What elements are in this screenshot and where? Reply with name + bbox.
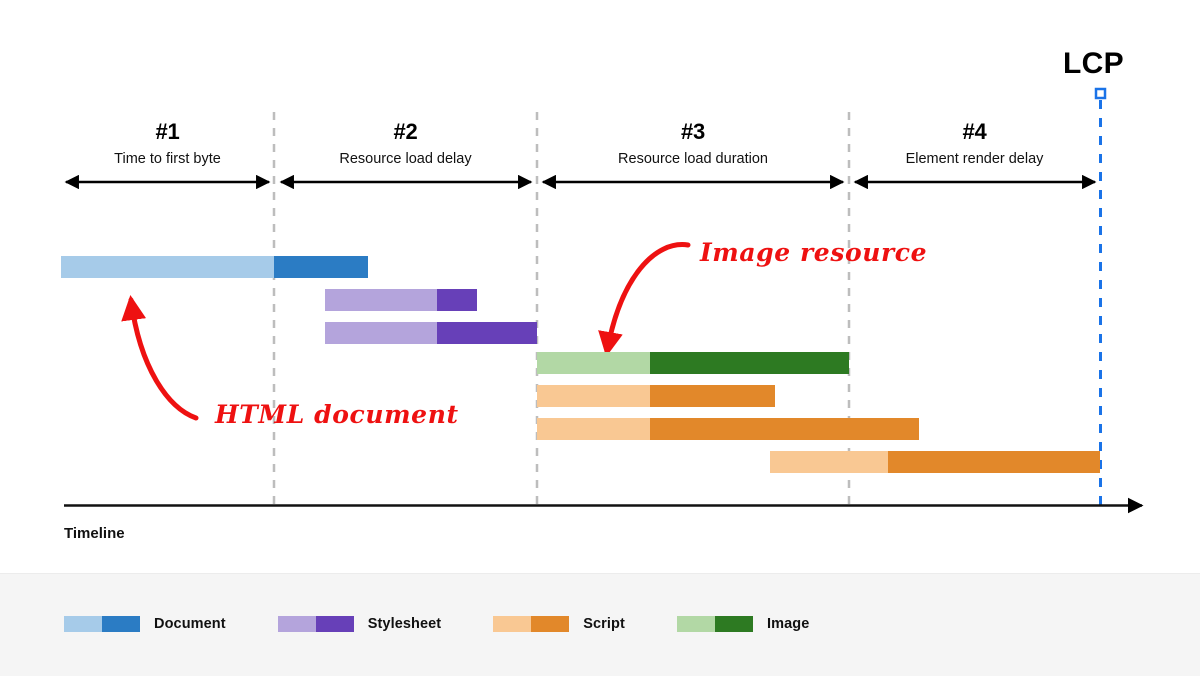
legend-swatch	[676, 616, 753, 632]
legend-item[interactable]: Image	[676, 616, 810, 632]
waterfall-bar	[325, 322, 537, 344]
legend-label: Script	[583, 616, 625, 632]
legend-label: Stylesheet	[367, 616, 442, 632]
phase-header-4: #4 Element render delay	[849, 119, 1100, 169]
phase-number-2: #2	[393, 119, 418, 144]
lcp-marker	[1094, 87, 1107, 512]
bar-segment-transfer	[650, 418, 919, 440]
legend-swatch-dark	[531, 616, 570, 632]
legend-band: Document Stylesheet Script Image	[0, 573, 1200, 676]
annotation-html-document: HTML document	[215, 400, 459, 429]
waterfall-bar	[537, 418, 919, 440]
bar-segment-wait	[61, 256, 274, 278]
waterfall-bar	[325, 289, 477, 311]
legend-item[interactable]: Script	[493, 616, 625, 632]
phase-name-1: Time to first byte	[114, 151, 221, 167]
legend-swatch-light	[676, 616, 715, 632]
phase-header-2: #2 Resource load delay	[274, 119, 537, 169]
image-resource-arrow	[598, 242, 691, 357]
phase-header-3: #3 Resource load duration	[537, 119, 849, 169]
bar-segment-transfer	[888, 451, 1100, 473]
phase-name-2: Resource load delay	[339, 151, 472, 167]
timeline-axis-label: Timeline	[64, 525, 125, 542]
bar-segment-transfer	[650, 352, 849, 374]
legend-swatch-light	[64, 616, 102, 632]
bar-segment-wait	[537, 352, 650, 374]
annotation-image-resource: Image resource	[700, 238, 928, 267]
phase-number-3: #3	[680, 119, 706, 144]
legend-swatch	[277, 616, 354, 632]
legend-swatch	[64, 616, 140, 632]
legend-swatch-dark	[315, 616, 354, 632]
phase-name-3: Resource load duration	[618, 151, 768, 167]
bar-segment-wait	[537, 418, 650, 440]
lcp-label: LCP	[1063, 47, 1124, 80]
bar-segment-transfer	[274, 256, 368, 278]
bar-segment-wait	[537, 385, 650, 407]
legend-swatch-dark	[714, 616, 753, 632]
html-document-arrow	[121, 295, 199, 421]
legend-item[interactable]: Stylesheet	[277, 616, 442, 632]
phase-divider-group	[272, 112, 851, 512]
bar-segment-transfer	[437, 322, 537, 344]
legend-item[interactable]: Document	[64, 616, 226, 632]
phase-number-1: #1	[155, 119, 180, 144]
phase-number-4: #4	[962, 119, 987, 144]
waterfall-bar	[537, 352, 849, 374]
waterfall-bar	[537, 385, 775, 407]
bar-segment-wait	[325, 322, 437, 344]
phase-header-1: #1 Time to first byte	[61, 119, 274, 169]
legend-swatch-dark	[102, 616, 140, 632]
legend-swatch	[493, 616, 570, 632]
legend-swatch-light	[493, 616, 532, 632]
bar-segment-wait	[770, 451, 888, 473]
legend-label: Document	[154, 616, 226, 632]
bar-segment-wait	[325, 289, 437, 311]
waterfall-bar	[770, 451, 1100, 473]
legend-swatch-light	[277, 616, 316, 632]
legend-row: Document Stylesheet Script Image	[64, 616, 861, 632]
waterfall-bar	[61, 256, 368, 278]
bar-segment-transfer	[650, 385, 775, 407]
bar-segment-transfer	[437, 289, 477, 311]
phase-name-4: Element render delay	[905, 151, 1044, 167]
legend-label: Image	[766, 616, 810, 632]
lcp-square-cap	[1094, 87, 1107, 100]
